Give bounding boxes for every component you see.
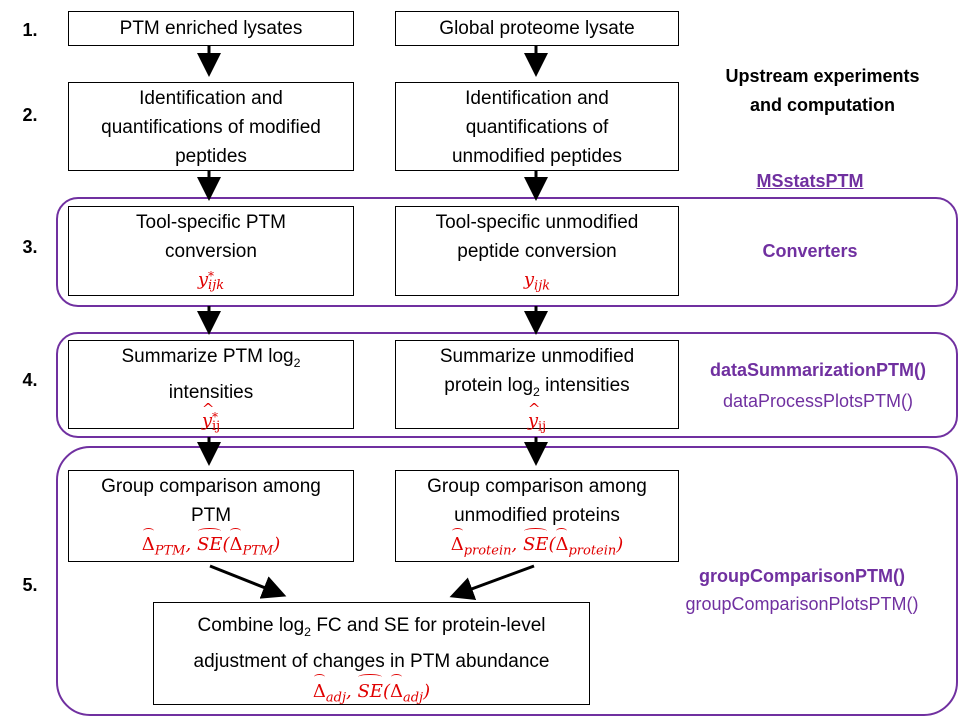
unmodified-conversion-math: yijk bbox=[523, 269, 551, 294]
identification-unmodified-box: Identification and quantifications of un… bbox=[395, 82, 679, 171]
summarize-unmodified-line-1: Summarize unmodified bbox=[439, 346, 635, 367]
identification-modified-box: Identification and quantifications of mo… bbox=[68, 82, 354, 171]
group-comparison-plots-function: groupComparisonPlotsPTM() bbox=[685, 594, 919, 614]
summarize-ptm-box: Summarize PTM log2 intensities y*ij bbox=[68, 340, 354, 433]
adj-comparison-math: Δadj, SE(Δadj) bbox=[154, 673, 589, 715]
data-process-plots-function: dataProcessPlotsPTM() bbox=[722, 391, 914, 411]
arrow-5-left bbox=[209, 564, 287, 599]
identification-unmodified-line-3: unmodified peptides bbox=[451, 146, 623, 167]
tool-specific-ptm-line-2: conversion bbox=[165, 241, 257, 262]
combine-text-2: FC and SE for protein-level bbox=[311, 615, 546, 636]
combine-box: Combine log2 FC and SE for protein-level… bbox=[153, 602, 590, 705]
summarization-group bbox=[56, 332, 958, 438]
upstream-label: Upstream experiments and computation bbox=[690, 62, 955, 120]
step-5: 5. bbox=[22, 575, 38, 595]
summarize-unmodified-line-2: protein log2 intensities bbox=[396, 371, 678, 407]
upstream-label-line-1: Upstream experiments bbox=[725, 66, 920, 86]
step-1: 1. bbox=[22, 20, 38, 40]
summarize-ptm-line-1: Summarize PTM log2 bbox=[69, 342, 353, 378]
summarize-unmodified-box: Summarize unmodified protein log2 intens… bbox=[395, 340, 679, 434]
data-summarization-function: dataSummarizationPTM() bbox=[709, 360, 927, 380]
global-proteome-lysate-label: Global proteome lysate bbox=[439, 18, 635, 39]
converters-group bbox=[56, 197, 958, 307]
group-comparison-ptm-box: Group comparison among PTM ΔPTM, SE(ΔPTM… bbox=[68, 470, 354, 562]
summarize-ptm-line-2: intensities bbox=[168, 381, 254, 403]
msstatsptm-label: MSstatsPTM bbox=[756, 171, 864, 191]
ptm-conversion-math: y*ijk bbox=[197, 269, 225, 293]
converters-label: Converters bbox=[762, 241, 858, 261]
ptm-comparison-math: ΔPTM, SE(ΔPTM) bbox=[69, 528, 353, 567]
upstream-label-line-2: and computation bbox=[750, 95, 895, 115]
combine-line-1: Combine log2 FC and SE for protein-level bbox=[154, 611, 589, 647]
log-base-sub-2: 2 bbox=[533, 384, 540, 399]
identification-unmodified-line-2: quantifications of bbox=[465, 117, 609, 138]
group-comparison-unmodified-line-1: Group comparison among bbox=[427, 476, 647, 497]
arrow-5-right bbox=[449, 564, 535, 601]
step-3: 3. bbox=[22, 237, 38, 257]
group-comparison-ptm-line-2: PTM bbox=[190, 505, 232, 526]
step-4: 4. bbox=[22, 370, 38, 390]
combine-text-1: Combine log bbox=[197, 615, 305, 636]
group-comparison-ptm-line-1: Group comparison among bbox=[101, 476, 321, 497]
identification-modified-line-3: peptides bbox=[175, 146, 247, 167]
tool-specific-ptm-line-1: Tool-specific PTM bbox=[136, 212, 286, 233]
tool-specific-unmodified-line-1: Tool-specific unmodified bbox=[435, 212, 639, 233]
tool-specific-unmodified-line-2: peptide conversion bbox=[457, 241, 617, 262]
combine-line-2: adjustment of changes in PTM abundance bbox=[193, 650, 550, 672]
identification-modified-line-2: quantifications of modified bbox=[101, 117, 321, 138]
unmodified-summary-math: yij bbox=[396, 395, 678, 442]
group-comparison-unmodified-box: Group comparison among unmodified protei… bbox=[395, 470, 679, 562]
identification-unmodified-line-1: Identification and bbox=[465, 88, 609, 109]
summarize-unmodified-text-2: intensities bbox=[539, 375, 630, 396]
step-2: 2. bbox=[22, 105, 38, 125]
combine-log-base: 2 bbox=[304, 624, 312, 639]
group-comparison-function: groupComparisonPTM() bbox=[699, 566, 905, 586]
ptm-enriched-lysates-box: PTM enriched lysates bbox=[68, 11, 354, 46]
summarize-ptm-text: Summarize PTM log bbox=[121, 346, 294, 367]
group-comparison-unmodified-line-2: unmodified proteins bbox=[454, 505, 620, 526]
tool-specific-unmodified-box: Tool-specific unmodified peptide convers… bbox=[395, 206, 679, 296]
identification-modified-line-1: Identification and bbox=[139, 88, 283, 109]
comparison-group bbox=[56, 446, 958, 716]
tool-specific-ptm-box: Tool-specific PTM conversion y*ijk bbox=[68, 206, 354, 296]
ptm-enriched-lysates-label: PTM enriched lysates bbox=[119, 18, 303, 39]
log-base-sub: 2 bbox=[293, 355, 301, 370]
ptm-summary-math: y*ij bbox=[69, 395, 353, 435]
summarize-unmodified-text: protein log bbox=[444, 375, 534, 396]
protein-comparison-math: Δprotein, SE(Δprotein) bbox=[396, 528, 678, 567]
global-proteome-lysate-box: Global proteome lysate bbox=[395, 11, 679, 46]
